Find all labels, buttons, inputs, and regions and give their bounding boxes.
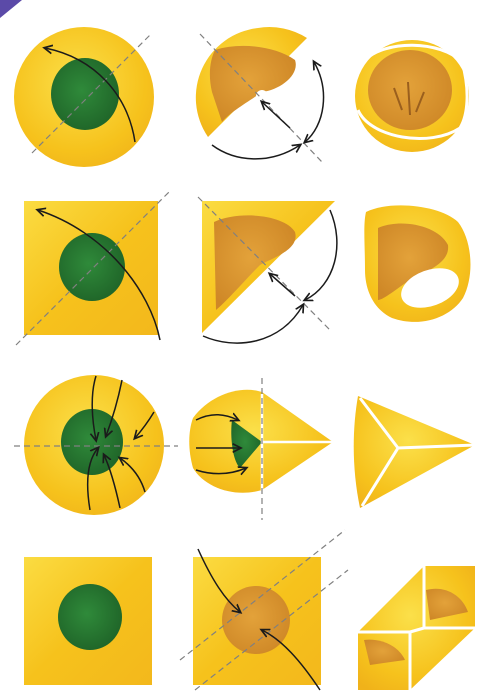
fold-arrow: [262, 102, 290, 128]
filling-green: [51, 58, 119, 130]
corner-accent: [0, 0, 22, 18]
row4-square-flat: [24, 557, 152, 685]
filling-green: [61, 409, 123, 475]
row2-folded-diagonal: [198, 197, 337, 343]
row1-folded-half: [196, 27, 324, 162]
row3-three-folds: [189, 378, 333, 520]
row1-closed-dumpling: [355, 40, 469, 152]
filling-green: [58, 584, 122, 650]
row4-square-packet: [358, 566, 475, 690]
row2-square-flat: [16, 191, 170, 345]
row4-corners-folded: [180, 530, 348, 690]
fold-arrow: [212, 145, 300, 159]
fold-arrow: [270, 274, 295, 296]
row1-circle-flat: [14, 27, 154, 167]
row2-rolled-ring: [364, 205, 470, 322]
filling-green: [59, 233, 125, 301]
row3-triangle-pouch: [354, 396, 475, 508]
fold-arrow: [305, 62, 324, 142]
row3-circle-flat: [14, 375, 178, 515]
